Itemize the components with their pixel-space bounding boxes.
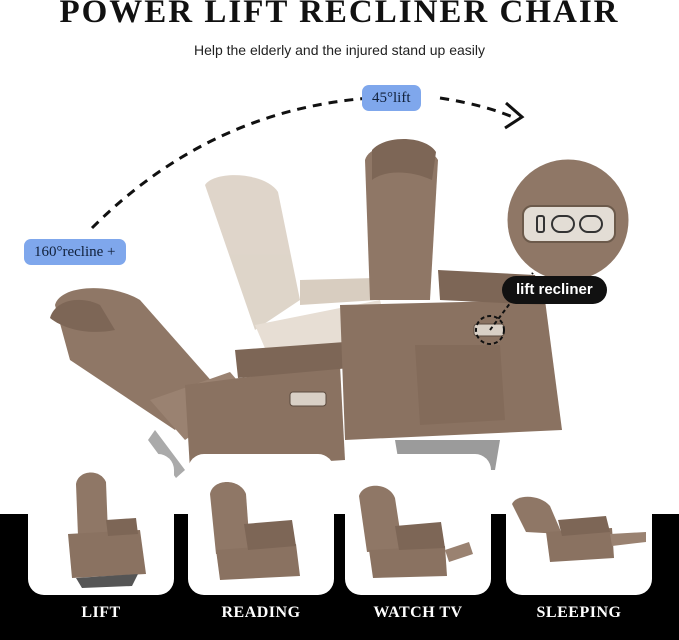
- remote-zoom: [489, 156, 632, 331]
- position-card-reading: [188, 454, 334, 595]
- lift-chair-image: [68, 472, 146, 588]
- position-label-reading: READING: [221, 604, 301, 621]
- reading-chair-image: [210, 482, 300, 580]
- reclined-chair: [50, 288, 350, 478]
- recline-angle-badge: 160°recline +: [24, 239, 126, 265]
- page-title: POWER LIFT RECLINER CHAIR: [59, 0, 620, 30]
- position-card-sleeping: [506, 454, 652, 595]
- position-label-lift: LIFT: [81, 604, 121, 621]
- lift-recliner-callout: lift recliner: [502, 276, 607, 304]
- position-label-sleeping: SLEEPING: [536, 604, 622, 621]
- lifted-chair: [340, 138, 562, 470]
- lift-angle-badge: 45°lift: [362, 85, 421, 111]
- curved-arrow-icon: [90, 96, 371, 230]
- position-card-watch-tv: [345, 454, 491, 595]
- page-subtitle: Help the elderly and the injured stand u…: [193, 42, 486, 58]
- watch-tv-chair-image: [359, 485, 473, 578]
- position-label-watch-tv: WATCH TV: [373, 604, 463, 621]
- sleeping-chair-image: [512, 496, 646, 562]
- position-card-lift: [28, 454, 174, 595]
- hero-illustration: [50, 96, 632, 478]
